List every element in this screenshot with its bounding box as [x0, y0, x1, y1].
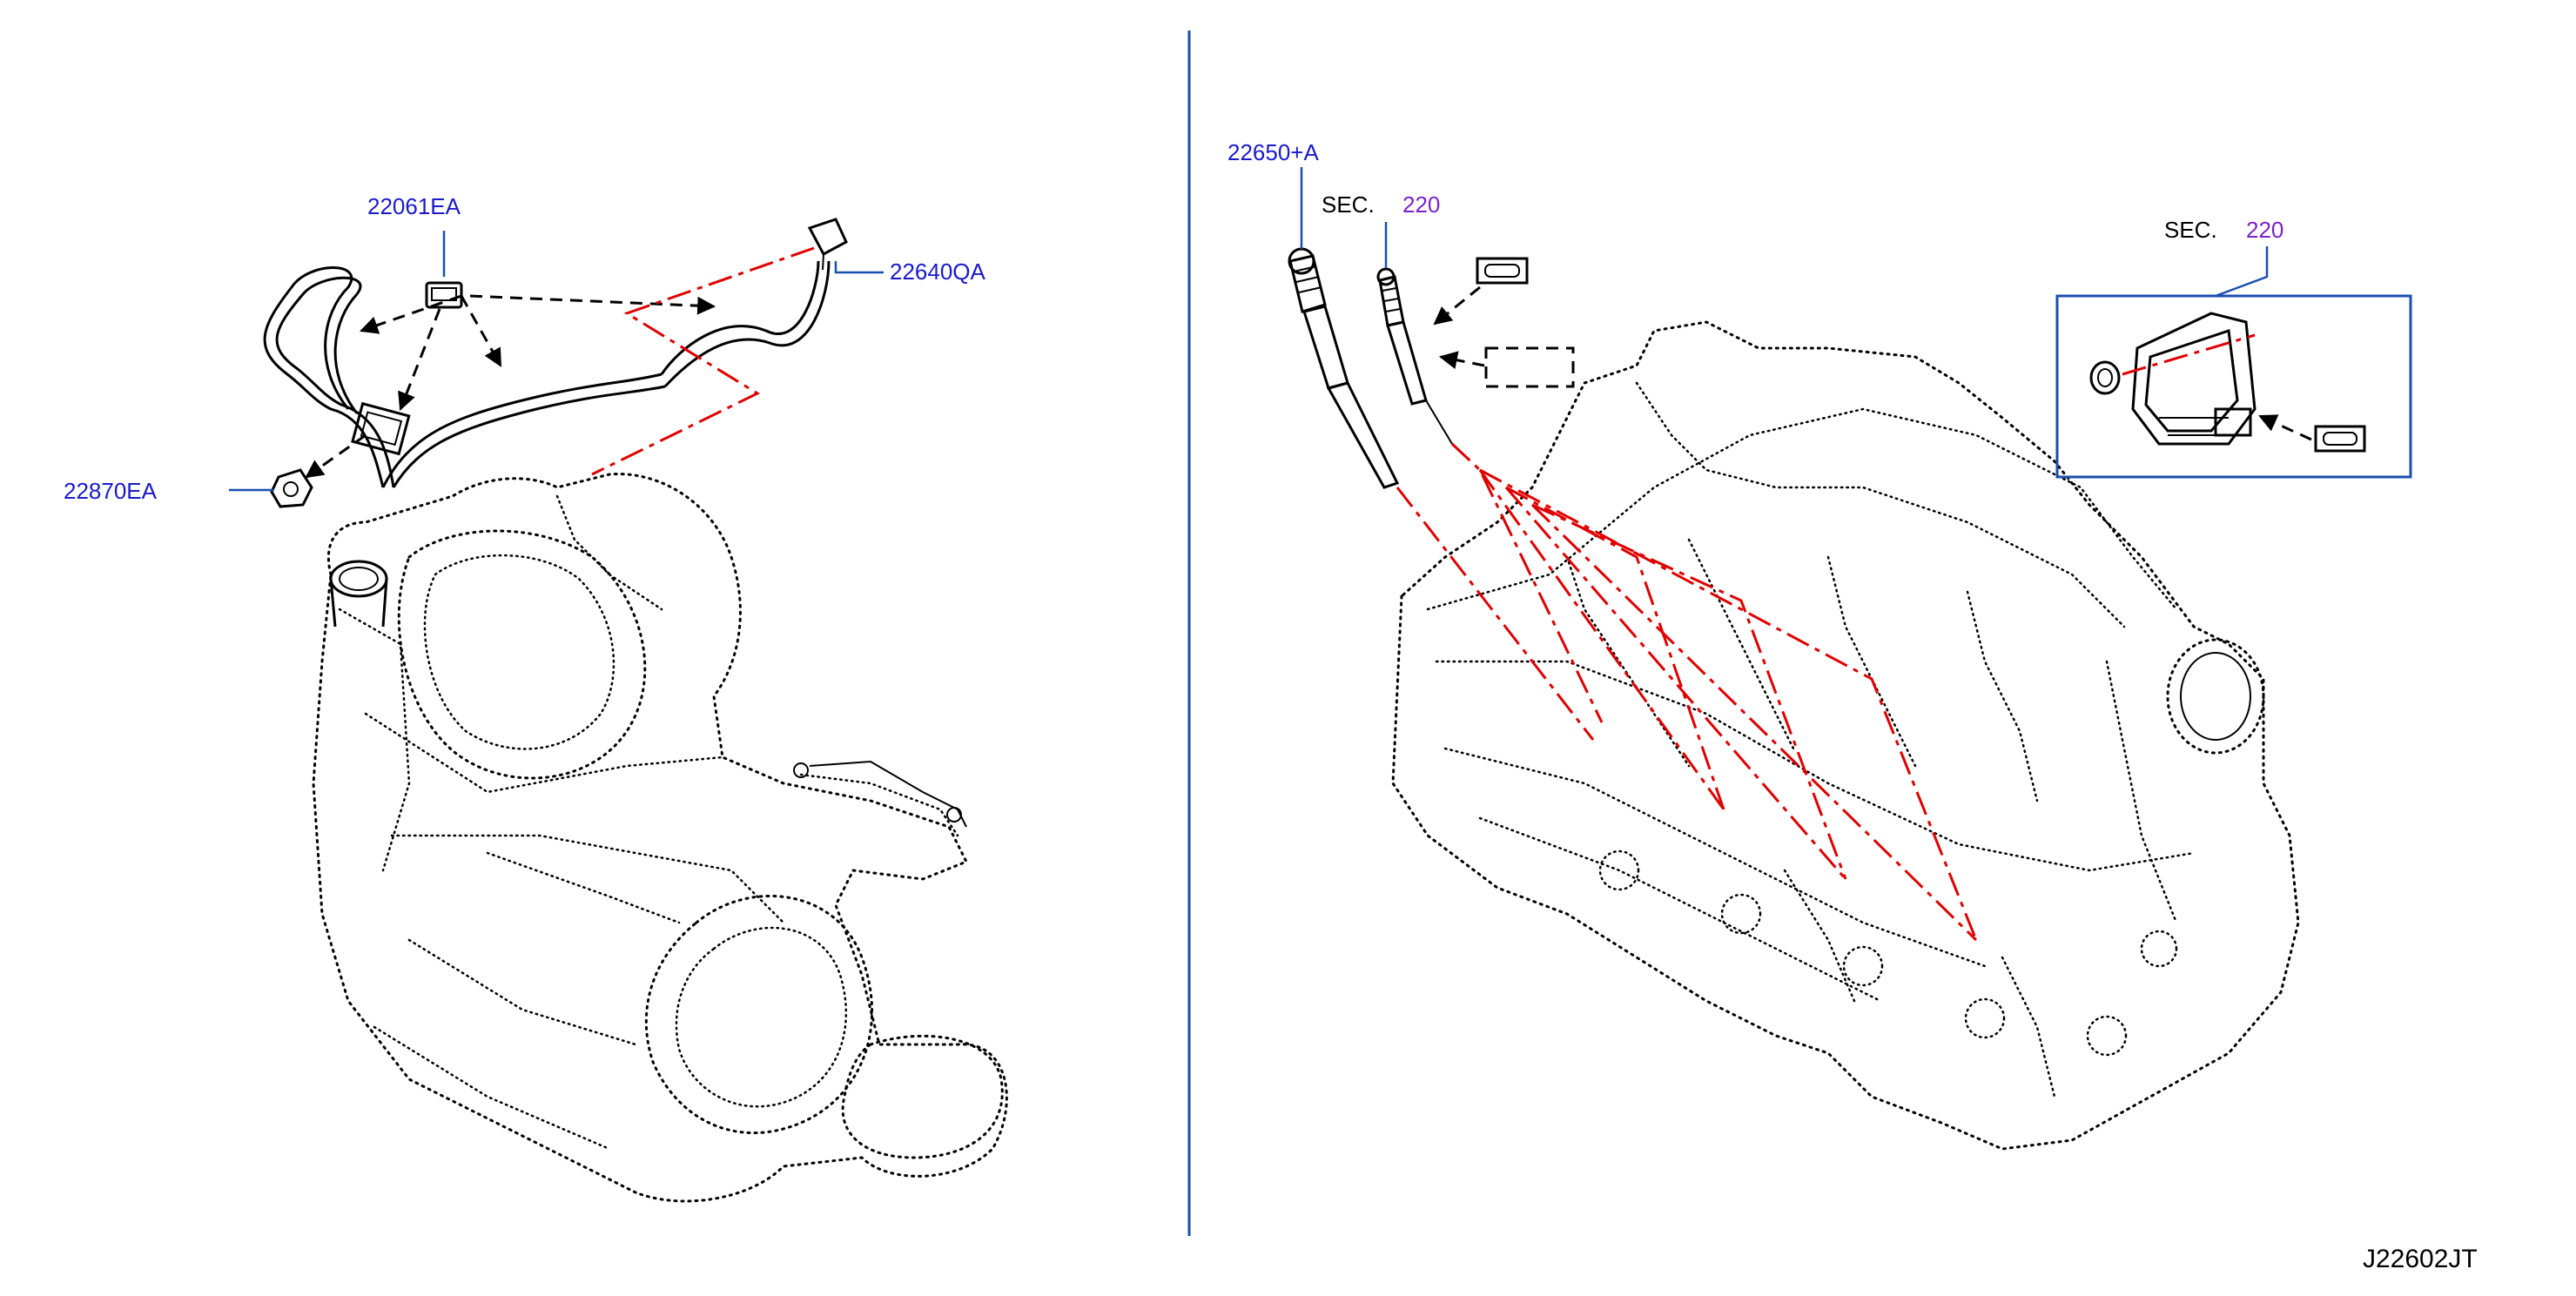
part-label-22870EA: 22870EA [64, 478, 157, 504]
leader-sec220-2 [2215, 246, 2269, 298]
left-engine-drawing [312, 473, 1008, 1203]
section-prefix-2: SEC. [2164, 217, 2217, 243]
part-label-22650A: 22650+A [1227, 139, 1319, 165]
left-sensor-harness [263, 218, 848, 508]
section-prefix-1: SEC. [1322, 191, 1375, 218]
section-number-1: 220 [1402, 191, 1441, 218]
section-number-2: 220 [2246, 217, 2284, 243]
right-engine-drawing [1391, 320, 2300, 1151]
diagram-code: J22602JT [2363, 1245, 2478, 1273]
inset-box [2055, 294, 2412, 479]
leader-22640QA [834, 261, 884, 274]
part-label-22640QA: 22640QA [890, 259, 985, 285]
right-glow-plugs [1288, 247, 1978, 942]
part-label-22061EA: 22061EA [367, 193, 461, 219]
